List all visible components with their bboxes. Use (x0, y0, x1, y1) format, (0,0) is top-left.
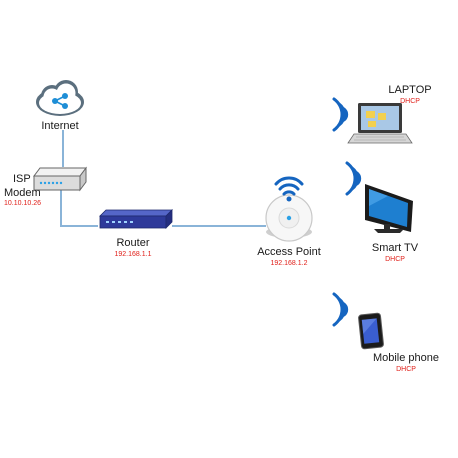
modem-icon (33, 166, 87, 192)
wifi-icon (332, 97, 349, 132)
cloud-share-icon (36, 80, 84, 116)
access-point-ip: 192.168.1.2 (270, 260, 308, 267)
laptop-icon (347, 103, 413, 144)
router-label: Router (116, 237, 150, 249)
modem-label: Modem (4, 187, 41, 199)
laptop-ip: DHCP (400, 98, 420, 105)
phone-icon (358, 312, 384, 350)
isp-label: ISP (13, 173, 31, 185)
internet-label: Internet (41, 120, 79, 132)
tv-icon (365, 184, 413, 233)
smart-tv-ip: DHCP (385, 256, 405, 263)
access-point-icon (265, 194, 313, 242)
wifi-icon (274, 176, 304, 202)
router-ip: 192.168.1.1 (114, 251, 152, 258)
laptop-label: LAPTOP (388, 84, 432, 96)
modem-ip: 10.10.10.26 (4, 200, 41, 207)
smart-tv-label: Smart TV (371, 242, 419, 254)
mobile-phone-label: Mobile phone (372, 352, 440, 364)
wifi-icon (332, 292, 349, 327)
router-icon (99, 209, 173, 229)
connection-lines (60, 130, 266, 227)
wifi-icon (345, 161, 362, 196)
link-modem-router (60, 190, 98, 227)
access-point-label: Access Point (257, 246, 321, 258)
mobile-phone-ip: DHCP (396, 366, 416, 373)
